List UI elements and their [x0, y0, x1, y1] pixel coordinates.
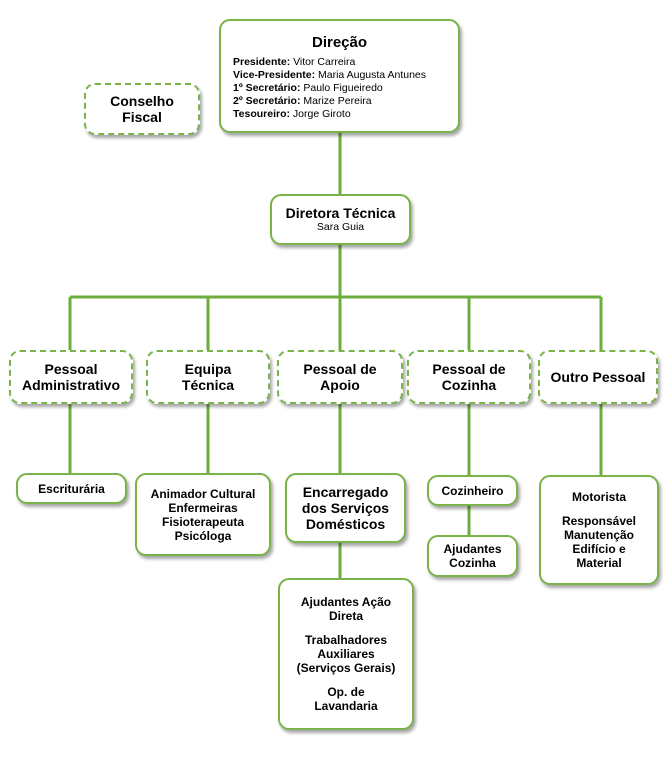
outro-staff-box: Motorista Responsável Manutenção Edifíci…: [539, 475, 659, 585]
encarregado-line: Encarregado: [302, 484, 389, 500]
direcao-member-row: Tesoureiro: Jorge Giroto: [233, 108, 426, 121]
dept-line1: Outro Pessoal: [550, 369, 646, 385]
staff-line: Material: [576, 556, 622, 570]
staff-line: Edifício e: [572, 542, 626, 556]
dept-line1: Pessoal de: [432, 361, 506, 377]
encarregado-line: Domésticos: [305, 516, 386, 532]
staff-line: Motorista: [572, 490, 626, 504]
member-name: Vitor Carreira: [293, 56, 356, 68]
member-name: Paulo Figueiredo: [303, 82, 383, 94]
escrituraria-box: Escriturária: [16, 473, 127, 504]
escrituraria-label: Escriturária: [38, 481, 105, 496]
apoio-staff-box: Ajudantes Ação Direta Trabalhadores Auxi…: [278, 578, 414, 730]
staff-line: Op. de: [327, 685, 365, 699]
dept-equipa-tecnica: Equipa Técnica: [146, 350, 270, 404]
diretora-name: Sara Guia: [316, 221, 365, 233]
direcao-member-row: Presidente: Vitor Carreira: [233, 56, 426, 69]
direcao-title: Direção: [311, 34, 368, 51]
direcao-box: Direção Presidente: Vitor Carreira Vice-…: [219, 19, 460, 133]
diretora-tecnica-box: Diretora Técnica Sara Guia: [270, 194, 411, 245]
diretora-title: Diretora Técnica: [285, 205, 396, 221]
equipa-staff-box: Animador Cultural Enfermeiras Fisioterap…: [135, 473, 271, 556]
cozinheiro-box: Cozinheiro: [427, 475, 518, 506]
cozinheiro-label: Cozinheiro: [441, 483, 504, 498]
member-name: Marize Pereira: [303, 95, 372, 107]
dept-line1: Pessoal de: [303, 361, 377, 377]
dept-line2: Apoio: [320, 377, 360, 393]
staff-line: Fisioterapeuta: [161, 514, 245, 529]
direcao-member-row: Vice-Presidente: Maria Augusta Antunes: [233, 69, 426, 82]
dept-outro-pessoal: Outro Pessoal: [538, 350, 658, 404]
encarregado-box: Encarregado dos Serviços Domésticos: [285, 473, 406, 543]
conselho-line1: Conselho: [110, 93, 174, 109]
staff-line: Animador Cultural: [150, 486, 256, 501]
conselho-line2: Fiscal: [122, 109, 162, 125]
staff-line: (Serviços Gerais): [296, 661, 396, 675]
dept-pessoal-administrativo: Pessoal Administrativo: [9, 350, 133, 404]
member-role: 1º Secretário:: [233, 82, 301, 94]
staff-line: Lavandaria: [314, 699, 378, 713]
direcao-member-row: 1º Secretário: Paulo Figueiredo: [233, 82, 426, 95]
staff-line: Auxiliares: [317, 647, 375, 661]
staff-line: Responsável: [561, 514, 637, 528]
staff-line: Trabalhadores: [304, 633, 388, 647]
staff-line: Ajudantes Ação: [300, 595, 392, 609]
staff-line: Manutenção: [563, 528, 634, 542]
dept-pessoal-cozinha: Pessoal de Cozinha: [407, 350, 531, 404]
conselho-fiscal-box: Conselho Fiscal: [84, 83, 200, 135]
member-role: Presidente:: [233, 56, 291, 68]
dept-line1: Pessoal: [44, 361, 98, 377]
staff-line: Enfermeiras: [168, 500, 238, 515]
member-role: Vice-Presidente:: [233, 69, 316, 81]
dept-line1: Equipa: [184, 361, 232, 377]
staff-line: Direta: [328, 609, 363, 623]
dept-line2: Administrativo: [21, 377, 120, 393]
dept-line2: Técnica: [181, 377, 235, 393]
staff-line: Ajudantes: [443, 542, 502, 556]
dept-pessoal-apoio: Pessoal de Apoio: [277, 350, 403, 404]
member-name: Maria Augusta Antunes: [318, 69, 427, 81]
staff-line: Psicóloga: [174, 528, 232, 543]
encarregado-line: dos Serviços: [301, 500, 390, 516]
ajudantes-cozinha-box: Ajudantes Cozinha: [427, 535, 518, 577]
direcao-member-row: 2º Secretário: Marize Pereira: [233, 95, 426, 108]
staff-line: Cozinha: [449, 556, 496, 570]
dept-line2: Cozinha: [441, 377, 497, 393]
member-role: Tesoureiro:: [233, 108, 290, 120]
member-name: Jorge Giroto: [292, 108, 351, 120]
member-role: 2º Secretário:: [233, 95, 301, 107]
